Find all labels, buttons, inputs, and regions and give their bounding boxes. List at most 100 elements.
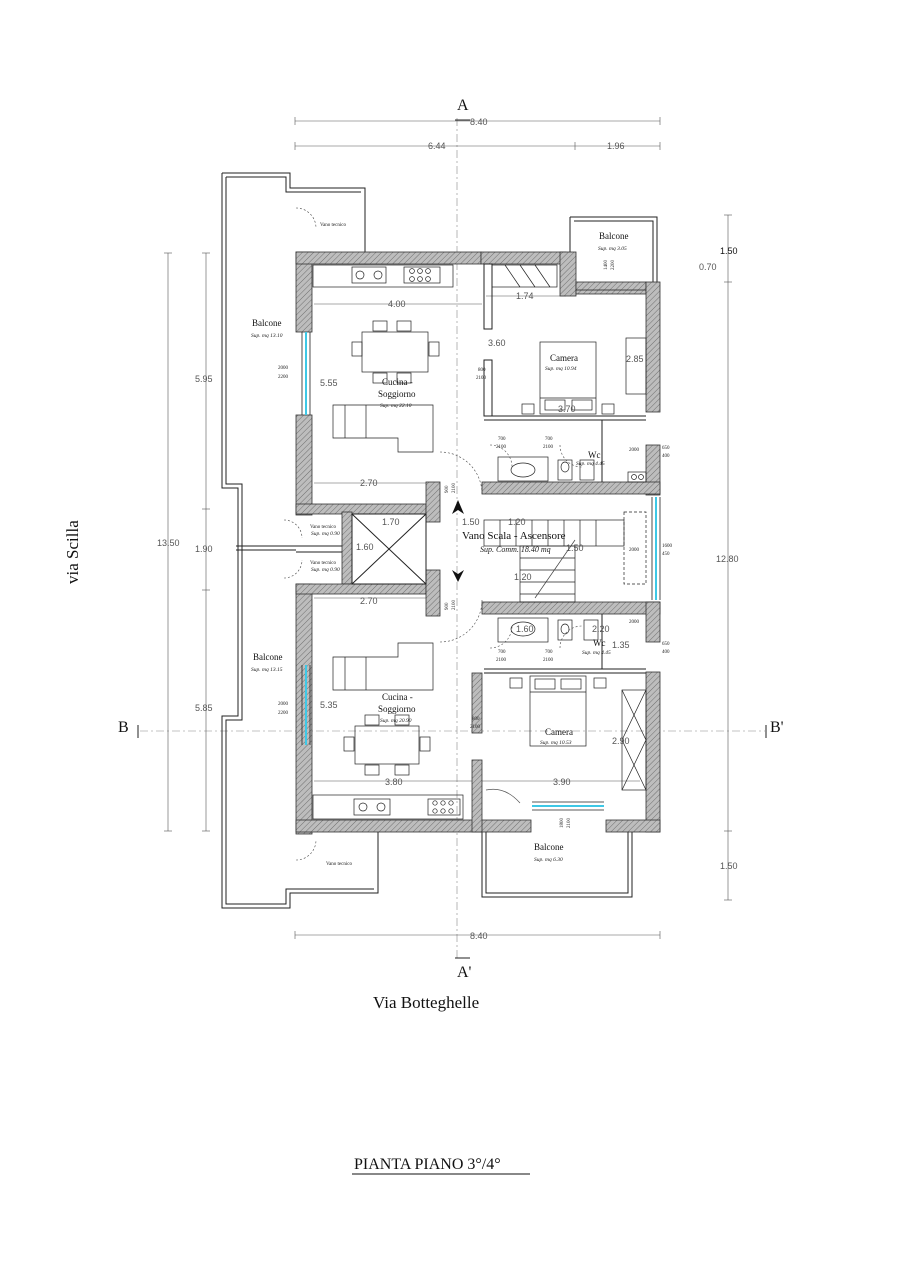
wc-fixtures — [497, 456, 647, 643]
label-balcone-lower-left: Balcone — [253, 652, 283, 662]
label-wc-upper: Wc — [588, 450, 601, 460]
section-markers — [137, 119, 767, 959]
area-vano-tecnico-mid-upper: Sup. mq 0.90 — [311, 531, 340, 537]
door-bedroom-lower-w: 800 — [472, 717, 480, 722]
win-wc-lower-w: 650 — [662, 642, 670, 647]
dim-left-lower: 5.85 — [195, 703, 213, 713]
door-entry-lower-w: 900 — [445, 602, 450, 610]
win-stair-h: 450 — [662, 552, 670, 557]
area-balcone-bottom: Sup. mq 6.30 — [534, 857, 563, 863]
label-wc-lower: Wc — [593, 638, 606, 648]
door-bedroom-lower-h: 2100 — [470, 725, 481, 730]
dim-corridor-upper: 2.70 — [360, 478, 378, 488]
area-vano-scala: Sup. Comm. 18.40 mq — [480, 545, 551, 554]
door-entry-lower-h: 2100 — [452, 600, 457, 611]
street-via-botteghelle: Via Botteghelle — [373, 993, 479, 1012]
win-left-lower-h: 2200 — [278, 711, 289, 716]
entry-arrows — [452, 500, 464, 582]
dim-stair-w4: 1.20 — [514, 572, 532, 582]
win-wc-upper-h: 400 — [662, 454, 670, 459]
section-a-bottom: A' — [457, 964, 472, 981]
label-vano-scala: Vano Scala - Ascensore — [462, 530, 566, 542]
area-cucina-lower: Sup. mq 20.90 — [380, 718, 412, 724]
walls — [295, 251, 661, 835]
label-camera-lower: Camera — [545, 727, 573, 737]
door-wc-upper-2-w: 700 — [545, 437, 553, 442]
door-balcony-top-h: 2200 — [611, 260, 616, 271]
door-wc-lower-2-h: 2100 — [543, 658, 554, 663]
label-cucina-upper-1: Cucina - — [382, 377, 413, 387]
plan-title: PIANTA PIANO 3°/4° — [354, 1156, 501, 1173]
dim-kitchen-lower-height: 5.35 — [320, 700, 338, 710]
dim-top-right: 1.96 — [607, 141, 625, 151]
dim-kitchen-lower-width: 3.80 — [385, 777, 403, 787]
door-balcony-top-w: 1400 — [604, 260, 609, 271]
dim-right-top-b: 0.70 — [699, 262, 717, 272]
dim-kitchen-upper-width: 4.00 — [388, 299, 406, 309]
door-bedroom-upper-h: 2100 — [476, 376, 487, 381]
dim-bedroom-lower-bottom: 3.90 — [553, 777, 571, 787]
dim-stair-w1: 1.70 — [382, 517, 400, 527]
win-wc-upper-w: 650 — [662, 446, 670, 451]
door-wc-upper-2-h: 2100 — [543, 445, 554, 450]
label-cucina-upper-2: Soggiorno — [378, 389, 416, 399]
area-balcone-lower-left: Sup. mq 13.15 — [251, 667, 283, 673]
door-swings — [283, 207, 583, 861]
label-balcone-bottom: Balcone — [534, 842, 564, 852]
dim-left-total: 13.50 — [157, 538, 180, 548]
label-vano-tecnico-bottom: Vano tecnico — [326, 862, 352, 867]
door-wc-lower-1-w: 700 — [498, 650, 506, 655]
kitchen-upper — [312, 264, 454, 453]
dim-right-total: 12.80 — [716, 554, 739, 564]
labels: A A' B B' 8.40 6.44 1.96 8.40 5.95 1.90 … — [63, 97, 784, 1173]
dim-bedroom-upper-bottom: 3.70 — [558, 404, 576, 414]
dim-left-upper: 5.95 — [195, 374, 213, 384]
dim-bedroom-upper-left: 3.60 — [488, 338, 506, 348]
bedroom-upper-furniture — [491, 264, 647, 415]
door-wc-upper-1-h: 2100 — [496, 445, 507, 450]
label-balcone-upper-left: Balcone — [252, 318, 282, 328]
door-wc-upper-1-w: 700 — [498, 437, 506, 442]
label-vano-tecnico-mid-upper: Vano tecnico — [310, 525, 336, 530]
partitions — [236, 263, 646, 674]
section-b-right: B' — [770, 719, 784, 736]
sill-wc-lower: 2000 — [629, 620, 640, 625]
dim-stair-w5: 1.50 — [566, 543, 584, 553]
area-camera-upper: Sup. mq 10.94 — [545, 365, 577, 372]
label-cucina-lower-1: Cucina - — [382, 692, 413, 702]
dim-bottom-total: 8.40 — [470, 931, 488, 941]
area-wc-lower: Sup. mq 4.45 — [582, 649, 611, 656]
section-lines — [140, 118, 765, 960]
area-camera-lower: Sup. mq 10.53 — [540, 740, 572, 746]
window-frames — [301, 289, 661, 811]
stairs — [483, 511, 647, 603]
door-entry-upper-h: 2100 — [452, 483, 457, 494]
sill-wc-upper: 2000 — [629, 448, 640, 453]
dim-corridor-lower: 2.70 — [360, 596, 378, 606]
dim-top-total: 8.40 — [470, 117, 488, 127]
door-entry-upper-w: 900 — [445, 485, 450, 493]
label-camera-upper: Camera — [550, 353, 578, 363]
kitchen-lower — [312, 642, 464, 820]
label-cucina-lower-2: Soggiorno — [378, 704, 416, 714]
win-left-upper-h: 2200 — [278, 375, 289, 380]
dim-bedroom-upper-right: 2.85 — [626, 354, 644, 364]
win-stair-w: 1600 — [662, 544, 673, 549]
dim-bedroom-lower-right: 2.90 — [612, 736, 630, 746]
win-left-upper-w: 2000 — [278, 366, 289, 371]
area-wc-upper: Sup. mq 4.45 — [576, 460, 605, 467]
label-vano-tecnico-top: Vano tecnico — [320, 223, 346, 228]
door-balcony-bottom-h: 2100 — [567, 818, 572, 829]
area-vano-tecnico-mid-lower: Sup. mq 0.90 — [311, 567, 340, 573]
dim-wc-lower-b: 2.20 — [592, 624, 610, 634]
win-left-lower-w: 2000 — [278, 702, 289, 707]
door-wc-lower-1-h: 2100 — [496, 658, 507, 663]
balcony-outlines — [221, 172, 658, 909]
sill-stair: 2000 — [629, 548, 640, 553]
windows-glass — [305, 332, 657, 807]
dim-left-mid: 1.90 — [195, 544, 213, 554]
dim-stair-h: 1.60 — [356, 542, 374, 552]
section-b-left: B — [118, 719, 129, 736]
section-a-top: A — [457, 97, 469, 114]
bedroom-lower-furniture — [485, 675, 647, 804]
